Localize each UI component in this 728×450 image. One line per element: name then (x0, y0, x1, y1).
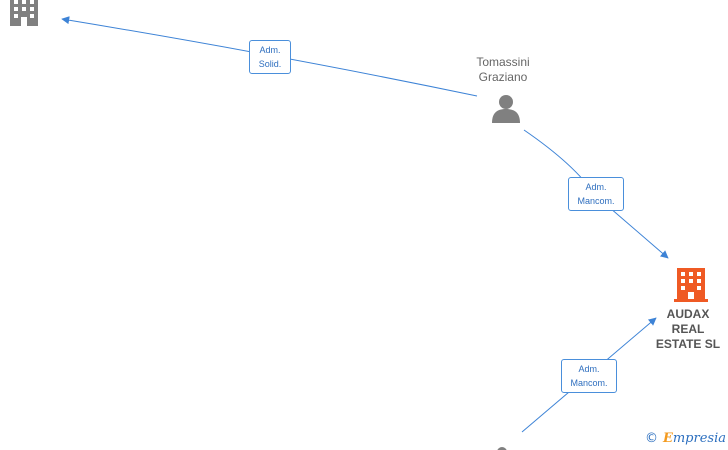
copyright-symbol: © (644, 431, 658, 446)
brand-name: mpresia (672, 431, 726, 446)
company-audax-building-icon[interactable] (674, 268, 708, 302)
edge-label-adm-mancom-1[interactable]: Adm. Mancom. (568, 177, 624, 211)
person-tomassini-label[interactable]: Tomassini Graziano (476, 55, 530, 84)
edge-label-adm-mancom-2[interactable]: Adm. Mancom. (561, 359, 617, 393)
company-audax-label[interactable]: AUDAX REAL ESTATE SL (655, 307, 721, 351)
edge-label-adm-solid[interactable]: Adm. Solid. (249, 40, 291, 74)
brand-initial: E (662, 431, 673, 446)
empresia-brand: © Empresia (645, 431, 726, 446)
person-tomassini-person-icon[interactable] (492, 95, 520, 123)
person-bottom-person-icon[interactable] (497, 447, 507, 450)
company-top-left-building-icon[interactable] (10, 0, 38, 26)
